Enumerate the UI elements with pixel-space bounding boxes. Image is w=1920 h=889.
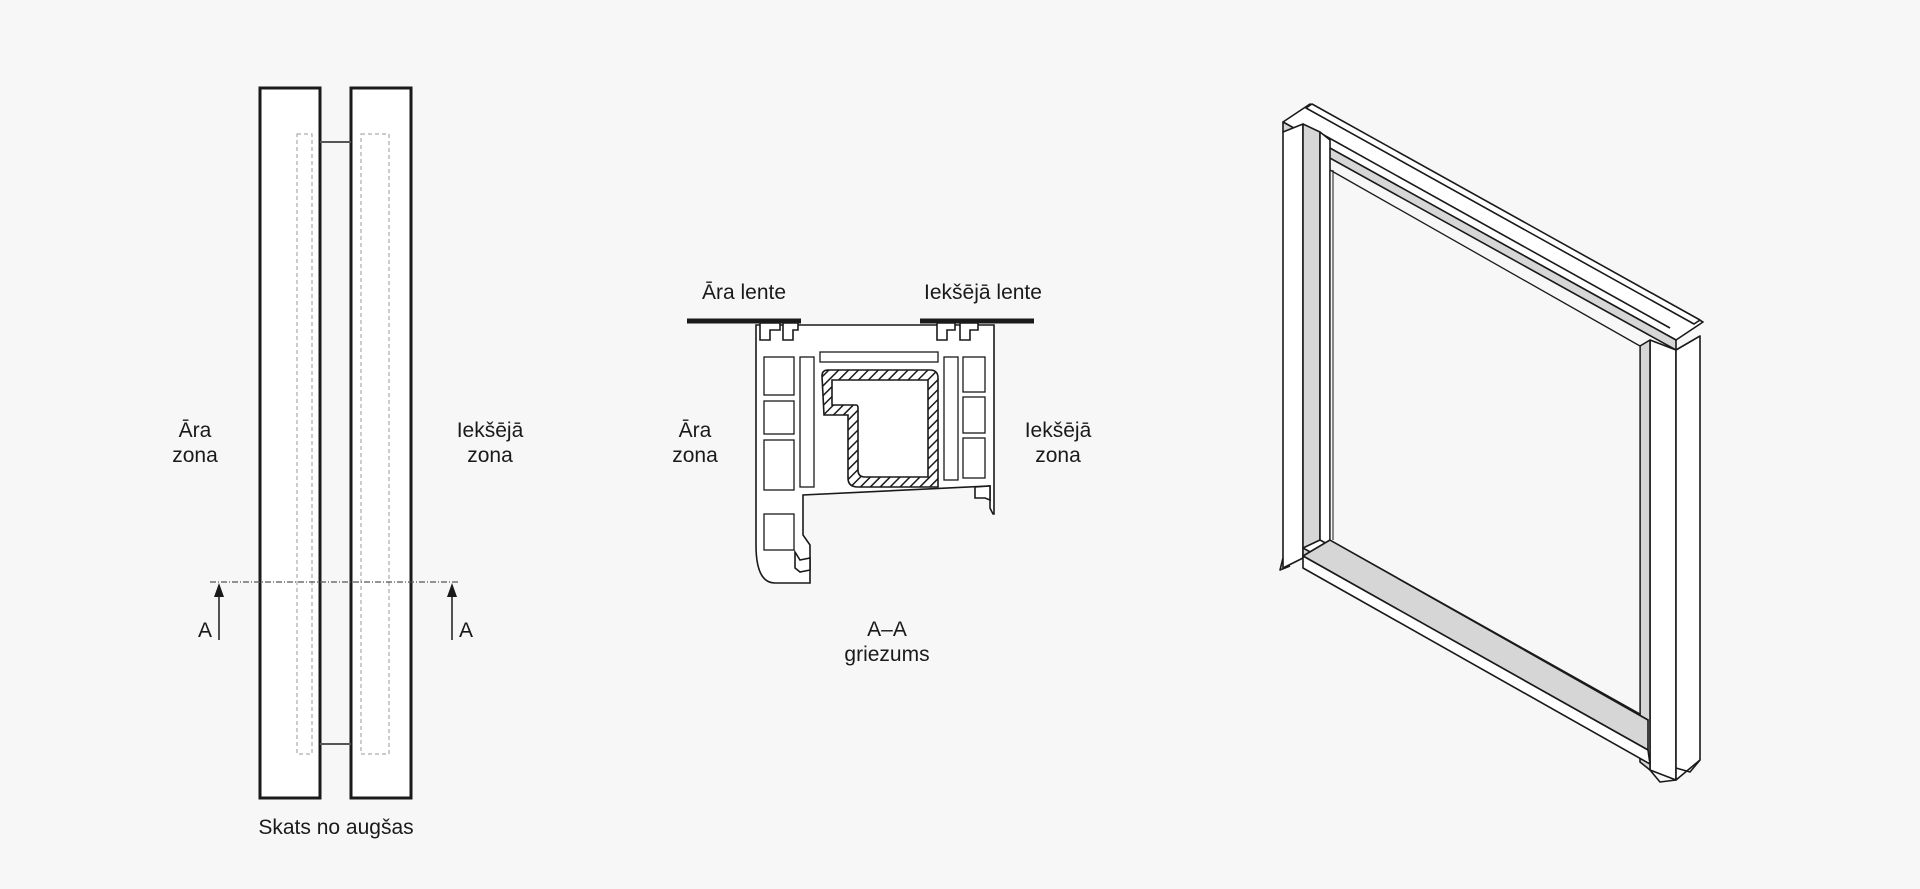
top-view-outer-zone-label: Āra zona — [172, 419, 218, 467]
frame-glass — [1329, 169, 1641, 715]
section-outer-zone-label: Āra zona — [672, 419, 718, 467]
inner-sash — [349, 86, 413, 800]
section-marker-right: A — [458, 619, 473, 642]
frame-isometric — [1279, 103, 1704, 783]
top-view-inner-zone-label: Iekšējā zona — [456, 419, 524, 467]
frame-left-stile — [1282, 123, 1304, 569]
frame-right-stile — [1649, 339, 1677, 781]
top-view-caption: Skats no augšas — [258, 816, 414, 839]
outer-sash — [258, 86, 322, 800]
section-inner-zone-label: Iekšējā zona — [1024, 419, 1092, 467]
top-view-drawing — [210, 86, 460, 800]
inner-tape-label: Iekšējā lente — [924, 281, 1042, 304]
outer-glazing-dashed — [296, 133, 313, 755]
section-arrow-left — [214, 583, 224, 640]
section-arrow-right — [447, 583, 457, 640]
section-marker-left: A — [197, 619, 212, 642]
outer-tape-label: Āra lente — [701, 281, 787, 304]
steel-reinforcement — [821, 369, 939, 488]
section-caption: A–A griezums — [844, 618, 930, 666]
inner-glazing-dashed — [360, 133, 390, 755]
section-profile-drawing — [687, 318, 1034, 584]
